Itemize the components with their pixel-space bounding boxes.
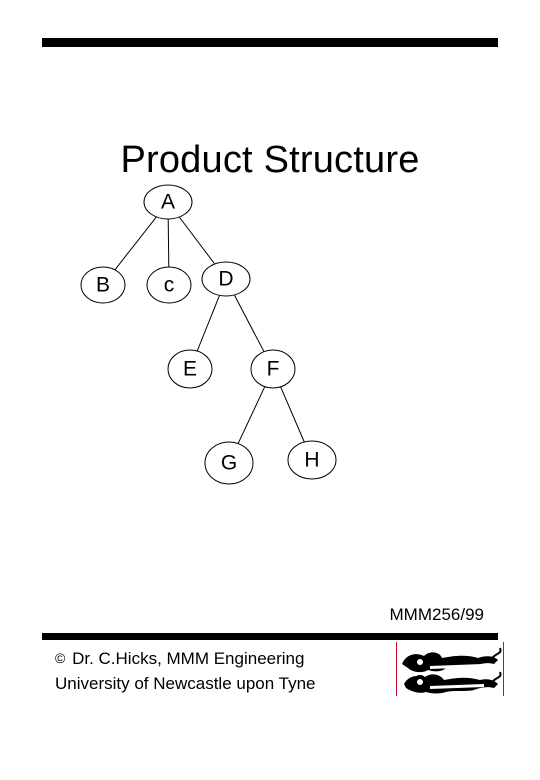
document-code: MMM256/99 — [389, 605, 484, 624]
tree-node-b: B — [80, 266, 126, 304]
tree-edges — [114, 216, 305, 444]
copyright-symbol: © — [55, 650, 66, 666]
tree-node-shape — [287, 440, 337, 480]
tree-edge-a-d — [178, 216, 216, 265]
tree-node-d: D — [201, 261, 251, 297]
university-crest-lions-icon — [396, 642, 504, 696]
top-rule — [42, 38, 498, 47]
tree-node-label: F — [267, 358, 280, 381]
author-line: © Dr. C.Hicks, MMM Engineering — [55, 646, 315, 671]
tree-node-g: G — [204, 441, 254, 485]
tree-node-c: c — [146, 266, 192, 304]
tree-node-shape — [167, 349, 213, 389]
bottom-rule — [42, 633, 498, 640]
page-title: Product Structure — [120, 139, 420, 182]
tree-edge-a-c — [167, 218, 170, 268]
tree-node-h: H — [287, 440, 337, 480]
tree-node-label: A — [161, 191, 175, 214]
tree-node-label: G — [221, 452, 237, 475]
tree-node-e: E — [167, 349, 213, 389]
tree-node-shape — [204, 441, 254, 485]
tree-node-label: B — [96, 274, 110, 297]
tree-node-shape — [146, 266, 192, 304]
tree-edge-f-g — [237, 386, 266, 444]
institution-line: University of Newcastle upon Tyne — [55, 674, 316, 693]
tree-node-f: F — [250, 349, 296, 389]
tree-node-a: A — [143, 184, 193, 220]
tree-edge-f-h — [280, 386, 305, 443]
tree-edge-d-f — [233, 294, 265, 352]
tree-node-label: H — [304, 449, 319, 472]
tree-edge-a-b — [114, 216, 157, 271]
tree-node-label: c — [164, 274, 175, 297]
footer-credits: © Dr. C.Hicks, MMM Engineering Universit… — [55, 646, 315, 696]
author-text: Dr. C.Hicks, MMM Engineering — [72, 649, 305, 668]
tree-edge-d-e — [196, 295, 220, 352]
tree-node-shape — [143, 184, 193, 220]
tree-node-label: E — [183, 358, 197, 381]
tree-node-shape — [201, 261, 251, 297]
tree-node-shape — [250, 349, 296, 389]
tree-node-label: D — [218, 268, 233, 291]
tree-node-shape — [80, 266, 126, 304]
